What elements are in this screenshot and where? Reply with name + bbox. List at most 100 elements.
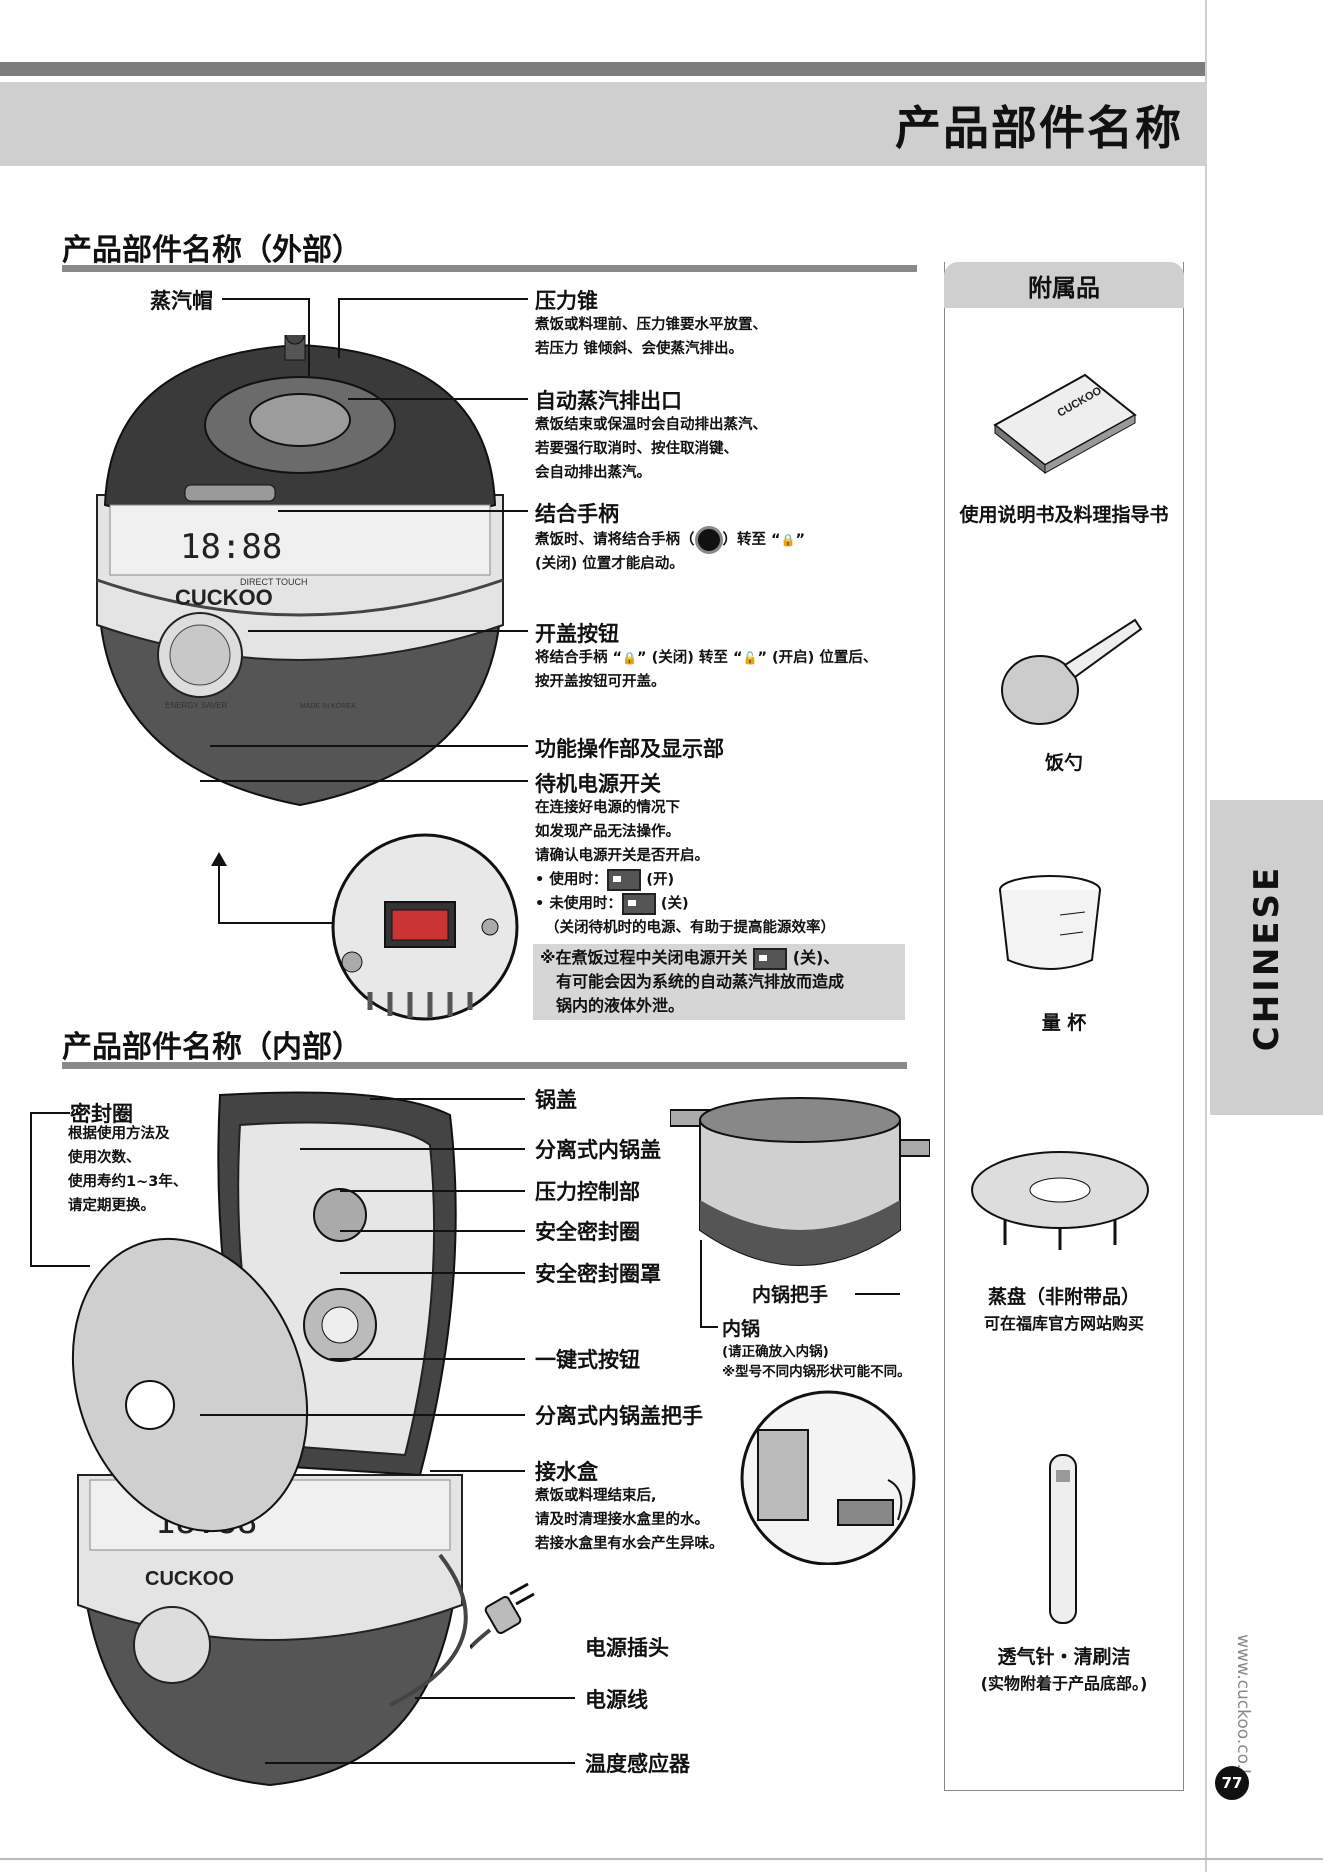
switch-on-icon (607, 869, 642, 891)
callout-line (855, 1293, 900, 1295)
standby-desc-1: 在连接好电源的情况下 (535, 800, 680, 816)
temp-sensor-label: 温度感应器 (585, 1752, 690, 1776)
callout-line (200, 1414, 525, 1416)
inner-pot-label: 内锅 (722, 1318, 761, 1340)
callout-line (470, 1645, 472, 1647)
switch-arrow-line (218, 922, 338, 924)
pressure-weight-label: 压力锥 (535, 289, 598, 313)
internal-section-title: 产品部件名称（内部） (62, 1030, 362, 1065)
auto-steam-label: 自动蒸汽排出口 (535, 389, 682, 413)
arrow-up-icon (211, 852, 227, 866)
measuring-cup-icon (999, 875, 1101, 970)
steam-cap-label: 蒸汽帽 (150, 289, 213, 313)
water-box-desc-2: 请及时清理接水盒里的水。 (535, 1512, 709, 1528)
standby-on: • 使用时： (开) (535, 868, 674, 892)
callout-line (338, 298, 340, 358)
accessories-title: 附属品 (1028, 274, 1100, 302)
callout-line (338, 298, 528, 300)
callout-line (265, 1762, 575, 1764)
callout-line (348, 398, 528, 400)
rice-paddle-icon (1001, 618, 1143, 725)
accessory-paddle-label: 饭勺 (1044, 752, 1083, 774)
brand-logo-text: CUCKOO (145, 1568, 234, 1590)
callout-line (700, 1240, 702, 1328)
internal-section-rule (62, 1062, 907, 1069)
standby-off-note: （关闭待机时的电源、有助于提高能源效率） (545, 920, 835, 936)
standby-desc-2: 如发现产品无法操作。 (535, 824, 680, 840)
switch-arrow-line (218, 862, 220, 922)
auto-steam-desc-2: 若要强行取消时、按住取消键、 (535, 441, 738, 457)
lid-label: 锅盖 (535, 1088, 577, 1112)
standby-switch-label: 待机电源开关 (535, 772, 661, 796)
manual-book-icon: CUCKOO (993, 373, 1137, 475)
power-plug-icon (470, 1582, 535, 1650)
water-box-zoom-illustration (740, 1390, 916, 1565)
standby-off: • 未使用时： (关) (535, 892, 689, 916)
accessory-cleaning-pin-sub: (实物附着于产品底部。) (980, 1674, 1148, 1693)
one-touch-button-label: 一键式按钮 (535, 1348, 640, 1372)
callout-line (30, 1112, 70, 1114)
pressure-weight-desc-2: 若压力 锥倾斜、会使蒸汽排出。 (535, 341, 744, 357)
header-title-band (0, 82, 1205, 166)
gasket-desc-3: 使用寿约1~3年、 (68, 1174, 188, 1190)
callout-line (222, 298, 310, 300)
pot-handle-label: 内锅把手 (752, 1284, 829, 1306)
page-title: 产品部件名称 (895, 101, 1183, 155)
callout-line (330, 1358, 525, 1360)
safety-gasket-label: 安全密封圈 (535, 1220, 640, 1244)
power-plug-label: 电源插头 (585, 1636, 669, 1660)
callout-line (30, 1265, 90, 1267)
callout-line (700, 1326, 718, 1328)
control-panel-label: 功能操作部及显示部 (535, 737, 724, 761)
language-tab-label: CHINESE (1246, 864, 1287, 1051)
callout-line (30, 1112, 32, 1267)
accessory-steam-plate-label: 蒸盘（非附带品） (987, 1286, 1140, 1308)
callout-line (340, 1272, 525, 1274)
energy-saver-text: ENERGY SAVER (165, 701, 228, 710)
standby-switch-zoom-illustration (331, 833, 519, 1021)
callout-line (370, 1098, 525, 1100)
steam-plate-icon (971, 1151, 1149, 1250)
safety-gasket-cover-label: 安全密封圈罩 (535, 1262, 661, 1286)
water-box-desc-1: 煮饭或料理结束后, (535, 1488, 657, 1504)
switch-off-icon (621, 893, 656, 915)
lock-open-icon: 🔓 (742, 651, 758, 665)
pressure-weight-desc-1: 煮饭或料理前、压力锥要水平放置、 (535, 317, 767, 333)
handle-knob-icon (694, 526, 723, 554)
handle-desc-1: 煮饭时、请将结合手柄（）转至 “🔒” (535, 526, 805, 554)
brand-logo-text: CUCKOO (175, 585, 273, 610)
made-in-text: MADE IN KOREA (300, 703, 356, 710)
callout-line (430, 1470, 525, 1472)
open-button-label: 开盖按钮 (535, 622, 619, 646)
display-digits: 18:88 (180, 527, 282, 567)
cooker-external-illustration: 18:88 CUCKOO DIRECT TOUCH ENERGY SAVER M… (96, 335, 504, 807)
handle-desc-2: (关闭) 位置才能启动。 (535, 556, 684, 572)
callout-line (300, 1148, 525, 1150)
warning-line-2: 有可能会因为系统的自动蒸汽排放而造成 (556, 972, 845, 991)
callout-line (340, 1230, 525, 1232)
bottom-rule (0, 1858, 1323, 1860)
gasket-desc-2: 使用次数、 (68, 1150, 141, 1166)
accessory-steam-plate-sub: 可在福库官方网站购买 (983, 1314, 1144, 1333)
callout-line (340, 1190, 525, 1192)
right-margin-rule (1205, 0, 1207, 1872)
header-top-bar (0, 62, 1205, 76)
cleaning-pin-icon (1049, 1454, 1077, 1624)
accessory-manual-label: 使用说明书及料理指导书 (959, 504, 1169, 526)
accessories-header (944, 262, 1184, 308)
warning-line-3: 锅内的液体外泄。 (556, 996, 685, 1015)
water-box-desc-3: 若接水盒里有水会产生异味。 (535, 1536, 724, 1552)
lock-closed-icon: 🔒 (780, 533, 796, 547)
pressure-control-label: 压力控制部 (535, 1180, 640, 1204)
gasket-desc-4: 请定期更换。 (68, 1198, 155, 1214)
standby-desc-3: 请确认电源开关是否开启。 (535, 848, 709, 864)
inner-pot-illustration (670, 1097, 930, 1266)
callout-line (210, 745, 528, 747)
callout-line (415, 1697, 575, 1699)
cover-handle-label: 分离式内锅盖把手 (535, 1404, 703, 1428)
cooker-internal-illustration: 18:88 CUCKOO (71, 1091, 468, 1787)
language-tab (1210, 800, 1323, 1115)
gasket-desc-1: 根据使用方法及 (68, 1126, 170, 1142)
handle-label: 结合手柄 (535, 502, 619, 526)
external-section-rule (62, 265, 917, 272)
